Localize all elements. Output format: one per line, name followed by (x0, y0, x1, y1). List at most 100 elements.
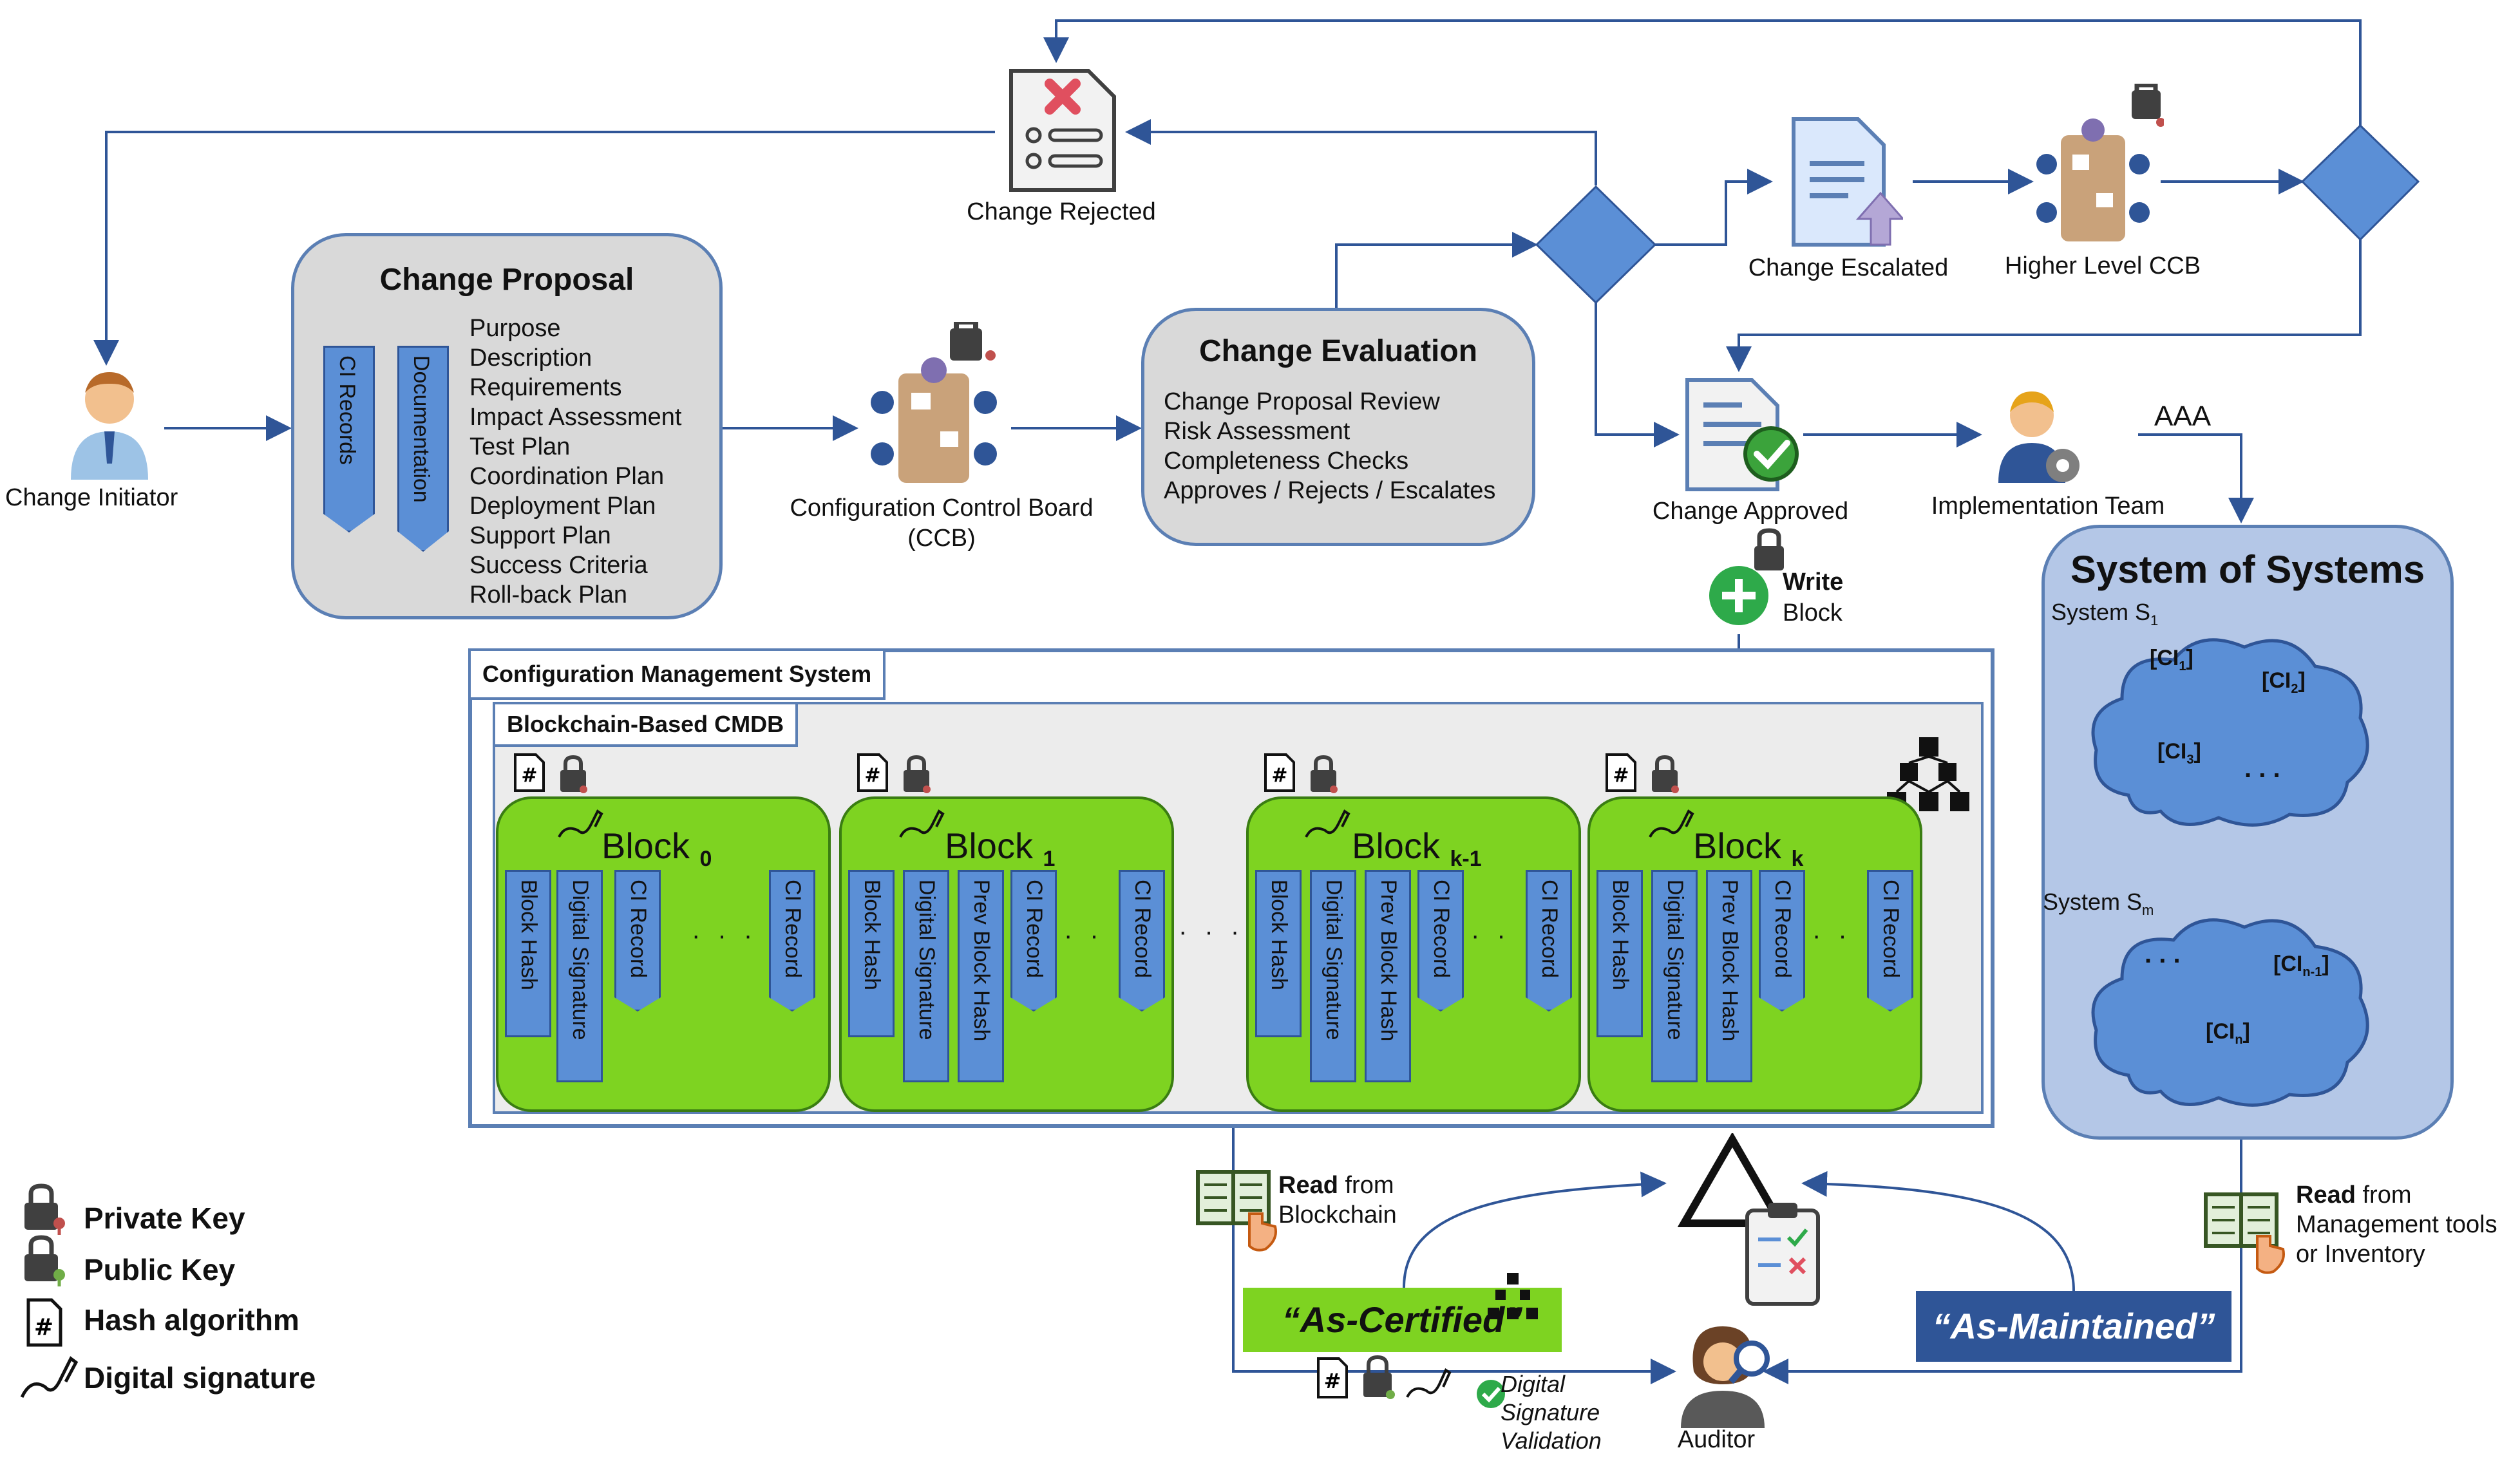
arrow-certified-to-delta (1403, 1171, 1667, 1288)
digital-signature-column: Digital Signature (1651, 870, 1698, 1082)
higher-ccb-label: Higher Level CCB (2004, 252, 2201, 279)
arrow-evaluation-to-decision (1335, 232, 1538, 308)
sos-title: System of Systems (2070, 548, 2425, 591)
legend-private-key-icon (24, 1183, 65, 1235)
signature-validation-label: Digital Signature Validation (1501, 1371, 1602, 1454)
signature-validation-icons: # (1317, 1355, 1505, 1408)
list-item: Success Criteria (469, 552, 648, 579)
ci-1-label: [CI1] (2150, 646, 2193, 673)
block-hash-column: Block Hash (848, 870, 895, 1037)
ci-record-column: CI Record (1526, 870, 1572, 1012)
arrow-decision-to-rejected (1125, 119, 1597, 185)
arrow-decision-to-escalated (1655, 169, 1773, 246)
auditor-label: Auditor (1677, 1426, 1756, 1453)
arrow-team-to-sos (2138, 433, 2254, 523)
implementation-team-label: Implementation Team (1931, 493, 2165, 520)
decision-diamond-2 (2300, 124, 2420, 241)
arrow-decision-to-approved (1595, 303, 1680, 447)
read-from-blockchain-label: Read from Blockchain (1278, 1172, 1397, 1228)
list-item: Coordination Plan (469, 463, 665, 490)
change-evaluation-box: Change Evaluation Change Proposal Review… (1141, 308, 1535, 546)
block-hash-column: Block Hash (1596, 870, 1643, 1037)
escalated-document-icon (1792, 117, 1903, 247)
block-ellipsis: · · · (1064, 921, 1130, 950)
blockchain-small-icon (1488, 1273, 1538, 1319)
block-k-title: Block k (1693, 825, 1804, 872)
system-sm-cloud (2091, 918, 2369, 1107)
ci-record-column: CI Record (1759, 870, 1805, 1012)
list-item: Test Plan (469, 433, 571, 460)
legend-public-key-icon (24, 1235, 65, 1286)
add-icon (1709, 566, 1768, 625)
list-item: Purpose (469, 315, 561, 342)
blockchain-icon (1887, 737, 1969, 811)
book-hand-icon (1196, 1170, 1277, 1252)
list-item: Completeness Checks (1164, 447, 1409, 475)
arrow-decision2-to-approved (1726, 240, 2362, 372)
list-item: Roll-back Plan (469, 581, 627, 608)
block-ellipsis: · · · (1812, 921, 1879, 950)
approved-document-icon (1685, 378, 1799, 491)
digital-signature-column: Digital Signature (903, 870, 949, 1082)
change-approved-label: Change Approved (1652, 498, 1849, 525)
ccb-meeting-icon (871, 322, 997, 483)
cms-title: Configuration Management System (468, 648, 886, 700)
list-item: Impact Assessment (469, 404, 682, 431)
block-0: Block 0 Block Hash Digital Signature CI … (496, 796, 831, 1112)
system-s1-cloud (2091, 638, 2369, 827)
svg-text:#: # (1324, 1369, 1341, 1393)
ci-2-label: [CI2] (2262, 668, 2306, 696)
list-item: Deployment Plan (469, 493, 656, 520)
arrow-maintained-to-delta (1801, 1171, 2075, 1292)
ci-record-column: CI Record (614, 870, 661, 1012)
list-item: Change Proposal Review (1164, 388, 1440, 415)
legend-hash-icon: # (26, 1298, 62, 1347)
as-maintained-badge: “As-Maintained” (1916, 1291, 2231, 1362)
list-item: Support Plan (469, 522, 611, 549)
legend-signature-icon (20, 1356, 79, 1398)
block-ellipsis: · · · (1471, 921, 1537, 950)
list-item: Approves / Rejects / Escalates (1164, 477, 1496, 504)
documentation-tab: Documentation (397, 346, 449, 552)
legend-digital-signature: Digital signature (84, 1361, 316, 1395)
aaa-label: AAA (2154, 400, 2212, 432)
block-hash-column: Block Hash (505, 870, 551, 1037)
sos-ellipsis-2: . . . (2145, 940, 2181, 968)
write-label: Write (1783, 569, 1844, 596)
change-evaluation-items: Change Proposal Review Risk Assessment C… (1164, 387, 1495, 505)
ci-records-tab: CI Records (323, 346, 375, 532)
block-icons-row: # (514, 753, 1694, 838)
list-item: Requirements (469, 374, 622, 401)
ccb-label: Configuration Control Board (790, 494, 1094, 522)
ci-record-column: CI Record (1417, 870, 1464, 1012)
higher-ccb-icon (2036, 84, 2164, 241)
change-evaluation-title: Change Evaluation (1198, 334, 1478, 368)
change-initiator-label: Change Initiator (5, 484, 178, 511)
change-proposal-box: Change Proposal CI Records Documentation… (291, 233, 723, 619)
change-escalated-label: Change Escalated (1748, 254, 1949, 281)
ci-n-1-label: [CIn-1] (2273, 952, 2329, 979)
prev-block-hash-column: Prev Block Hash (1706, 870, 1752, 1082)
ci-record-column: CI Record (1010, 870, 1057, 1012)
block-k-1-title: Block k-1 (1352, 825, 1482, 872)
block-1: Block 1 Block Hash Digital Signature Pre… (839, 796, 1174, 1112)
ci-n-label: [CIn] (2206, 1019, 2250, 1047)
ccb-abbr-label: (CCB) (907, 525, 976, 552)
arrow-top-loop (1043, 19, 2362, 126)
list-item: Description (469, 344, 592, 372)
ci-record-column: CI Record (1119, 870, 1165, 1012)
system-s1-label: System S1 (2051, 599, 2159, 629)
as-certified-badge: “As-Certified” (1243, 1288, 1562, 1352)
block-1-title: Block 1 (945, 825, 1056, 872)
block-k-1: Block k-1 Block Hash Digital Signature P… (1246, 796, 1581, 1112)
change-proposal-title: Change Proposal (379, 263, 634, 297)
system-sm-label: System Sm (2043, 889, 2154, 919)
block-0-title: Block 0 (602, 825, 712, 872)
ci-3-label: [CI3] (2157, 739, 2201, 767)
private-key-lock-icon (1754, 528, 1784, 570)
digital-signature-column: Digital Signature (1310, 870, 1356, 1082)
prev-block-hash-column: Prev Block Hash (1365, 870, 1411, 1082)
arrow-rejected-to-initiator (93, 131, 995, 366)
